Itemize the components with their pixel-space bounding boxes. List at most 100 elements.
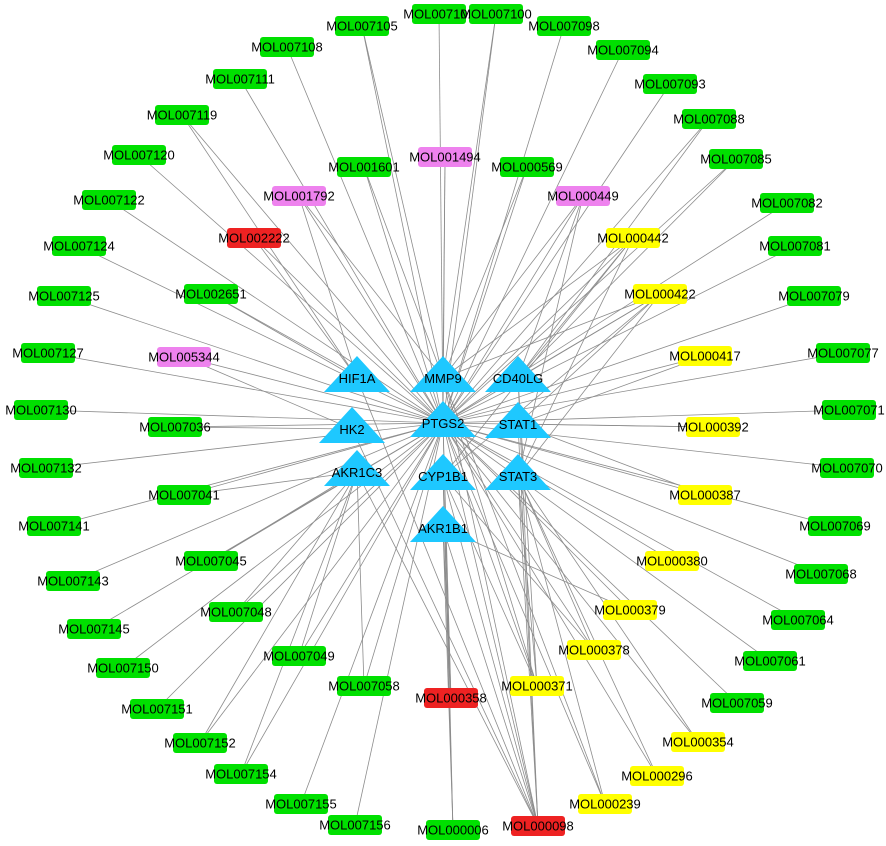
compound-node-mol007081[interactable]: MOL007081 — [759, 236, 831, 256]
compound-node-mol000417[interactable]: MOL000417 — [669, 346, 741, 366]
compound-node-label: MOL007045 — [175, 554, 247, 569]
compound-node-box — [537, 16, 591, 36]
compound-node-mol007127[interactable]: MOL007127 — [12, 343, 84, 363]
target-node-akr1b1[interactable]: AKR1B1 — [410, 506, 476, 542]
compound-node-mol000442[interactable]: MOL000442 — [597, 228, 669, 248]
compound-node-mol007132[interactable]: MOL007132 — [10, 458, 82, 478]
compound-node-mol000371[interactable]: MOL000371 — [501, 676, 573, 696]
compound-node-label: MOL007150 — [87, 661, 159, 676]
compound-node-mol000354[interactable]: MOL000354 — [662, 732, 734, 752]
compound-node-mol007049[interactable]: MOL007049 — [263, 646, 335, 666]
compound-node-mol007068[interactable]: MOL007068 — [785, 564, 857, 584]
edge-ptgs2-mol007058 — [363, 422, 444, 687]
compound-node-mol007098[interactable]: MOL007098 — [528, 16, 600, 36]
compound-node-mol000378[interactable]: MOL000378 — [558, 640, 630, 660]
compound-node-mol000449[interactable]: MOL000449 — [547, 186, 619, 206]
compound-node-label: MOL007125 — [28, 289, 100, 304]
compound-node-box — [14, 400, 68, 420]
target-node-label: HIF1A — [339, 371, 376, 386]
compound-node-label: MOL007059 — [701, 696, 773, 711]
compound-node-mol007108[interactable]: MOL007108 — [251, 37, 323, 57]
compound-node-box — [578, 794, 632, 814]
compound-node-mol007145[interactable]: MOL007145 — [58, 619, 130, 639]
compound-node-mol007122[interactable]: MOL007122 — [73, 190, 145, 210]
compound-node-mol002222[interactable]: MOL002222 — [218, 228, 290, 248]
compound-node-mol007069[interactable]: MOL007069 — [799, 516, 871, 536]
compound-node-box — [567, 640, 621, 660]
compound-node-mol007070[interactable]: MOL007070 — [811, 458, 883, 478]
compound-node-mol007124[interactable]: MOL007124 — [43, 236, 115, 256]
compound-node-mol007100[interactable]: MOL007100 — [460, 4, 532, 24]
compound-node-mol001494[interactable]: MOL001494 — [409, 147, 481, 167]
compound-node-mol007130[interactable]: MOL007130 — [5, 400, 77, 420]
compound-node-mol007093[interactable]: MOL007093 — [634, 74, 706, 94]
compound-node-mol007141[interactable]: MOL007141 — [18, 516, 90, 536]
compound-node-mol007059[interactable]: MOL007059 — [701, 693, 773, 713]
compound-node-mol000380[interactable]: MOL000380 — [636, 551, 708, 571]
target-node-hk2[interactable]: HK2 — [319, 407, 385, 443]
compound-node-mol007064[interactable]: MOL007064 — [762, 610, 834, 630]
edge-mmp9-mol001792 — [298, 195, 444, 379]
compound-node-label: MOL007036 — [139, 420, 211, 435]
target-node-stat3[interactable]: STAT3 — [485, 454, 551, 490]
compound-node-mol007082[interactable]: MOL007082 — [751, 193, 823, 213]
compound-node-mol005344[interactable]: MOL005344 — [148, 347, 220, 367]
compound-node-mol007058[interactable]: MOL007058 — [328, 676, 400, 696]
compound-node-mol007077[interactable]: MOL007077 — [807, 343, 879, 363]
compound-node-mol007143[interactable]: MOL007143 — [37, 571, 109, 591]
edge-ptgs2-mol007154 — [240, 422, 444, 775]
compound-node-mol007048[interactable]: MOL007048 — [200, 602, 272, 622]
compound-node-mol007085[interactable]: MOL007085 — [700, 149, 772, 169]
target-node-hif1a[interactable]: HIF1A — [324, 356, 390, 392]
edge-cyp1b1-mol000422 — [442, 293, 661, 477]
compound-node-mol007061[interactable]: MOL007061 — [734, 651, 806, 671]
compound-node-mol007125[interactable]: MOL007125 — [28, 286, 100, 306]
compound-node-mol007150[interactable]: MOL007150 — [87, 658, 159, 678]
compound-node-mol007105[interactable]: MOL007105 — [326, 16, 398, 36]
edge-ptgs2-mol007049 — [298, 422, 444, 657]
compound-node-mol007045[interactable]: MOL007045 — [175, 551, 247, 571]
compound-node-mol007079[interactable]: MOL007079 — [778, 286, 850, 306]
compound-node-mol001601[interactable]: MOL001601 — [328, 157, 400, 177]
compound-node-mol007094[interactable]: MOL007094 — [587, 40, 659, 60]
compound-node-mol007119[interactable]: MOL007119 — [147, 105, 218, 125]
compound-node-mol000379[interactable]: MOL000379 — [594, 600, 666, 620]
compound-node-label: MOL005344 — [148, 350, 220, 365]
compound-node-box — [272, 186, 326, 206]
compound-node-box — [37, 286, 91, 306]
compound-node-mol000387[interactable]: MOL000387 — [669, 485, 741, 505]
compound-node-mol007120[interactable]: MOL007120 — [103, 145, 175, 165]
compound-node-mol000392[interactable]: MOL000392 — [677, 417, 749, 437]
target-node-akr1c3[interactable]: AKR1C3 — [324, 450, 390, 486]
compound-node-mol007154[interactable]: MOL007154 — [205, 764, 277, 784]
target-node-stat1[interactable]: STAT1 — [485, 402, 551, 438]
compound-node-mol000239[interactable]: MOL000239 — [569, 794, 641, 814]
compound-node-mol007036[interactable]: MOL007036 — [139, 417, 211, 437]
compound-node-label: MOL007101 — [403, 7, 475, 22]
compound-node-mol007088[interactable]: MOL007088 — [673, 109, 745, 129]
compound-node-box — [418, 147, 472, 167]
target-node-cyp1b1[interactable]: CYP1B1 — [410, 454, 476, 490]
compound-node-mol007111[interactable]: MOL007111 — [205, 69, 275, 89]
compound-node-mol000422[interactable]: MOL000422 — [624, 284, 696, 304]
compound-node-mol000569[interactable]: MOL000569 — [491, 157, 563, 177]
compound-node-mol007156[interactable]: MOL007156 — [319, 815, 391, 835]
compound-node-mol000358[interactable]: MOL000358 — [415, 688, 487, 708]
target-node-mmp9[interactable]: MMP9 — [410, 356, 476, 392]
compound-node-mol007152[interactable]: MOL007152 — [164, 733, 236, 753]
compound-node-mol007155[interactable]: MOL007155 — [265, 794, 337, 814]
compound-node-mol000098[interactable]: MOL000098 — [502, 816, 574, 836]
compound-node-mol002651[interactable]: MOL002651 — [175, 284, 247, 304]
compound-node-mol007151[interactable]: MOL007151 — [121, 699, 193, 719]
compound-node-box — [260, 37, 314, 57]
compound-node-mol000296[interactable]: MOL000296 — [621, 766, 693, 786]
edge-stat1-mol000392 — [517, 423, 714, 428]
target-node-ptgs2[interactable]: PTGS2 — [410, 401, 476, 437]
compound-node-mol007041[interactable]: MOL007041 — [148, 485, 220, 505]
compound-node-mol000006[interactable]: MOL000006 — [417, 820, 489, 840]
compound-node-mol007101[interactable]: MOL007101 — [403, 4, 475, 24]
compound-node-mol001792[interactable]: MOL001792 — [263, 186, 335, 206]
edge-ptgs2-mol007143 — [72, 422, 444, 582]
target-node-cd40lg[interactable]: CD40LG — [485, 356, 551, 392]
compound-node-mol007071[interactable]: MOL007071 — [813, 400, 885, 420]
